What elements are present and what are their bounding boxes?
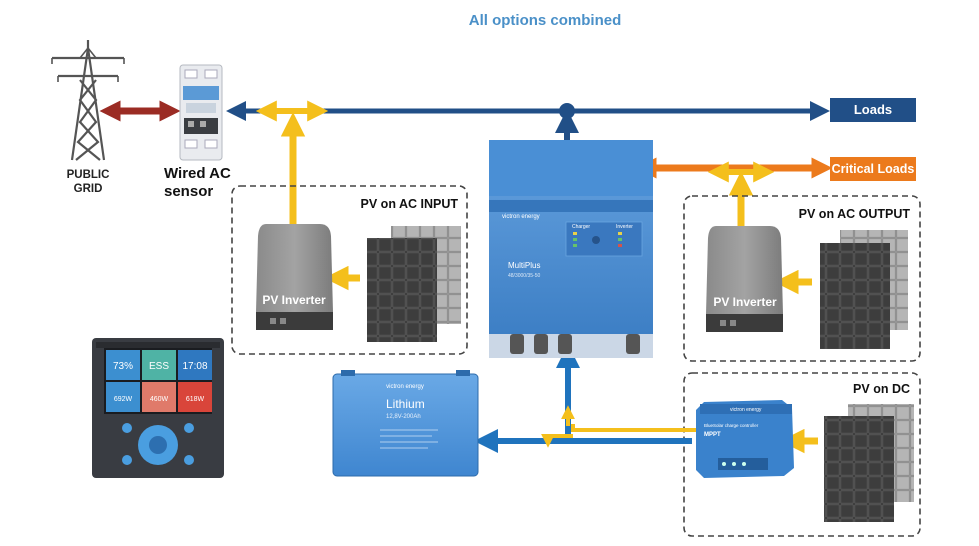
multiplus-model: 48/3000/35-50 <box>508 273 540 279</box>
pv-inverter-output-device <box>706 226 783 332</box>
sensor-label-line1: Wired AC <box>164 165 231 182</box>
bus-junction <box>559 103 575 119</box>
solar-panel-dc-icon <box>824 404 914 522</box>
loads-tag <box>830 98 916 122</box>
gx-tile-label-1: ESS <box>149 361 169 372</box>
gx-tile-3 <box>106 382 140 412</box>
solar-panel-output-icon <box>820 230 908 349</box>
gx-tile-label-3: 692W <box>114 396 133 403</box>
solar-panel-input-icon <box>367 226 461 342</box>
gx-tile-1 <box>142 350 176 380</box>
pv-inverter-output-label: PV Inverter <box>713 295 777 309</box>
multiplus-panel-right: Inverter <box>616 224 633 230</box>
public-grid-label-line2: GRID <box>74 183 103 195</box>
mppt-controller-device <box>696 400 794 478</box>
pv-inverter-input-label: PV Inverter <box>262 293 326 307</box>
mppt-name: BlueSolar charge controller <box>704 423 759 428</box>
pv-ac-input-label: PV on AC INPUT <box>361 197 459 211</box>
gx-tile-label-5: 618W <box>186 396 205 403</box>
critical-loads-tag <box>830 157 916 181</box>
loads-tag-label: Loads <box>854 102 892 117</box>
battery-name: Lithium <box>386 397 425 411</box>
multiplus-device <box>489 140 653 358</box>
dc-pv-charge-path-2 <box>541 433 573 448</box>
lithium-battery-device <box>332 370 479 477</box>
ac-sensor-device <box>179 64 223 161</box>
gx-tile-0 <box>106 350 140 380</box>
pv-ac-output-group <box>683 195 921 362</box>
pv-ac-input-group <box>231 185 468 355</box>
pv-ac-output-label: PV on AC OUTPUT <box>799 207 911 221</box>
gx-display-tiles: 73% ESS 17:08 692W 460W 618W <box>106 350 212 412</box>
gx-tile-label-0: 73% <box>113 361 133 372</box>
gx-tile-5 <box>178 382 212 412</box>
multiplus-panel-left: Charger <box>572 224 590 230</box>
dc-pv-charge-path <box>571 424 696 432</box>
pv-dc-label: PV on DC <box>853 382 910 396</box>
pv-dc-group <box>683 372 921 537</box>
public-grid-label-line1: PUBLIC <box>67 169 110 181</box>
critical-loads-tag-label: Critical Loads <box>832 162 915 176</box>
gx-tile-2 <box>178 350 212 380</box>
pv-inverter-input-device <box>256 224 333 330</box>
gx-tile-4 <box>142 382 176 412</box>
mppt-brand: victron energy <box>730 407 762 413</box>
battery-spec: 12,8V-200Ah <box>386 414 421 420</box>
pylon-icon <box>51 40 125 161</box>
diagram-title: All options combined <box>468 12 622 29</box>
gx-tile-label-2: 17:08 <box>182 361 207 372</box>
multiplus-name: MultiPlus <box>508 261 540 270</box>
mppt-type: MPPT <box>704 432 721 438</box>
sensor-label-line2: sensor <box>164 183 213 200</box>
gx-tile-label-4: 460W <box>150 396 169 403</box>
multiplus-brand: victron energy <box>502 214 540 220</box>
battery-brand: victron energy <box>386 384 424 390</box>
